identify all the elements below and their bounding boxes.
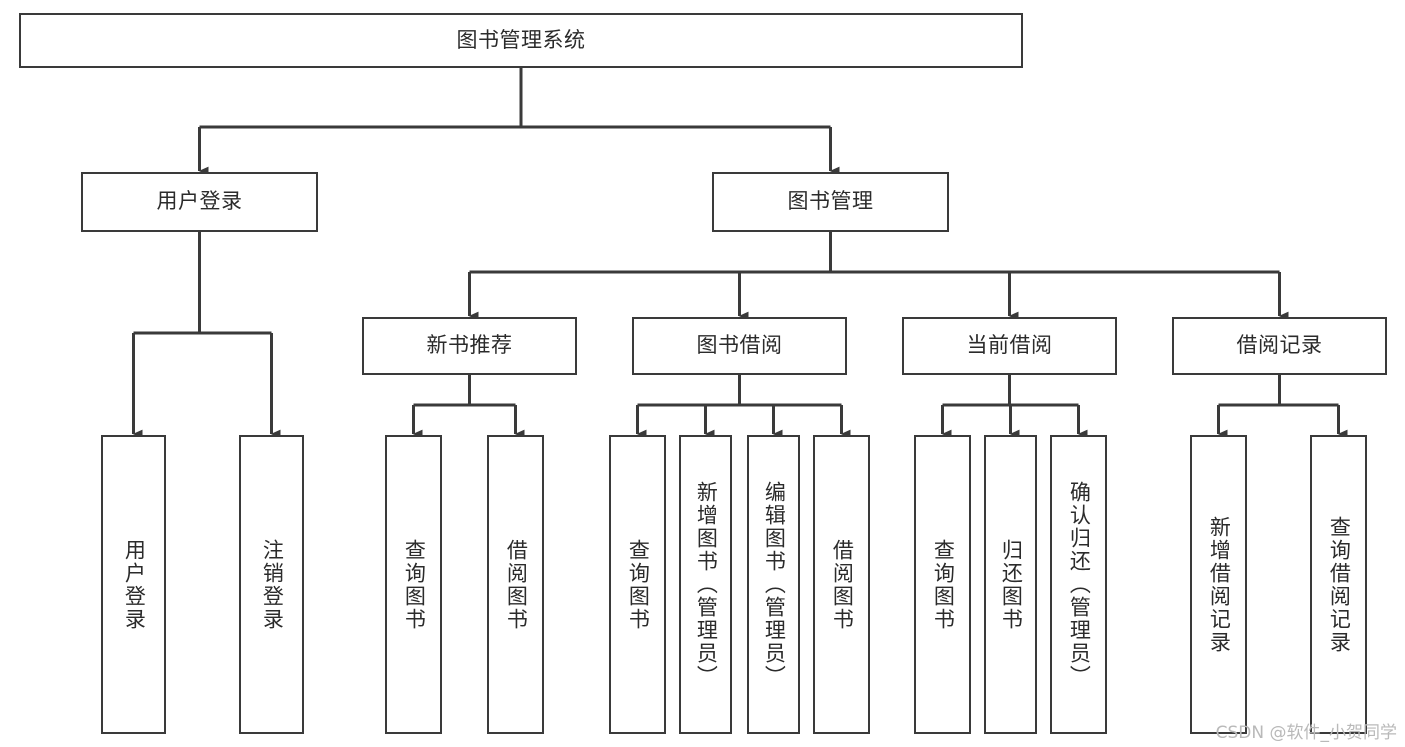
- node-label: 新增图书（管理员）: [694, 481, 719, 688]
- connector-group: [132, 68, 1348, 439]
- node-label: 注销登录: [260, 538, 285, 631]
- node-label: 用户登录: [156, 189, 243, 214]
- node-leaf-add-borrow-record[interactable]: 新增借阅记录: [1190, 435, 1247, 734]
- node-leaf-query-book-borrow[interactable]: 查询图书: [609, 435, 666, 734]
- node-leaf-return-book[interactable]: 归还图书: [984, 435, 1037, 734]
- node-leaf-user-login[interactable]: 用户登录: [101, 435, 166, 734]
- node-borrow-record[interactable]: 借阅记录: [1172, 317, 1387, 375]
- node-current-borrow[interactable]: 当前借阅: [902, 317, 1117, 375]
- node-leaf-add-book-admin[interactable]: 新增图书（管理员）: [679, 435, 732, 734]
- node-label: 图书借阅: [696, 333, 783, 358]
- node-leaf-query-book-current[interactable]: 查询图书: [914, 435, 971, 734]
- node-leaf-logout-login[interactable]: 注销登录: [239, 435, 304, 734]
- node-label: 借阅图书: [830, 538, 855, 631]
- node-label: 确认归还（管理员）: [1067, 481, 1092, 688]
- node-new-book-recommend[interactable]: 新书推荐: [362, 317, 577, 375]
- node-user-login[interactable]: 用户登录: [81, 172, 318, 232]
- node-label: 新增借阅记录: [1207, 515, 1232, 654]
- watermark-text: CSDN @软件_小贺同学: [1215, 723, 1397, 743]
- node-label: 借阅图书: [504, 538, 529, 631]
- node-leaf-confirm-return-admin[interactable]: 确认归还（管理员）: [1050, 435, 1107, 734]
- node-label: 查询借阅记录: [1327, 515, 1352, 654]
- node-leaf-borrow-book[interactable]: 借阅图书: [813, 435, 870, 734]
- node-label: 新书推荐: [426, 333, 513, 358]
- node-book-borrow[interactable]: 图书借阅: [632, 317, 847, 375]
- node-leaf-query-book-new[interactable]: 查询图书: [385, 435, 442, 734]
- node-leaf-edit-book-admin[interactable]: 编辑图书（管理员）: [747, 435, 800, 734]
- node-label: 查询图书: [931, 538, 956, 631]
- node-label: 当前借阅: [966, 333, 1053, 358]
- node-label: 图书管理系统: [456, 27, 586, 52]
- node-label: 借阅记录: [1236, 333, 1323, 358]
- node-label: 编辑图书（管理员）: [762, 481, 787, 688]
- node-leaf-query-borrow-record[interactable]: 查询借阅记录: [1310, 435, 1367, 734]
- node-label: 图书管理: [787, 189, 874, 214]
- node-label: 查询图书: [626, 538, 651, 631]
- node-root[interactable]: 图书管理系统: [19, 13, 1023, 68]
- node-book-management[interactable]: 图书管理: [712, 172, 949, 232]
- node-leaf-borrow-book-new[interactable]: 借阅图书: [487, 435, 544, 734]
- node-label: 查询图书: [402, 538, 427, 631]
- node-label: 用户登录: [122, 538, 147, 631]
- node-label: 归还图书: [999, 538, 1024, 631]
